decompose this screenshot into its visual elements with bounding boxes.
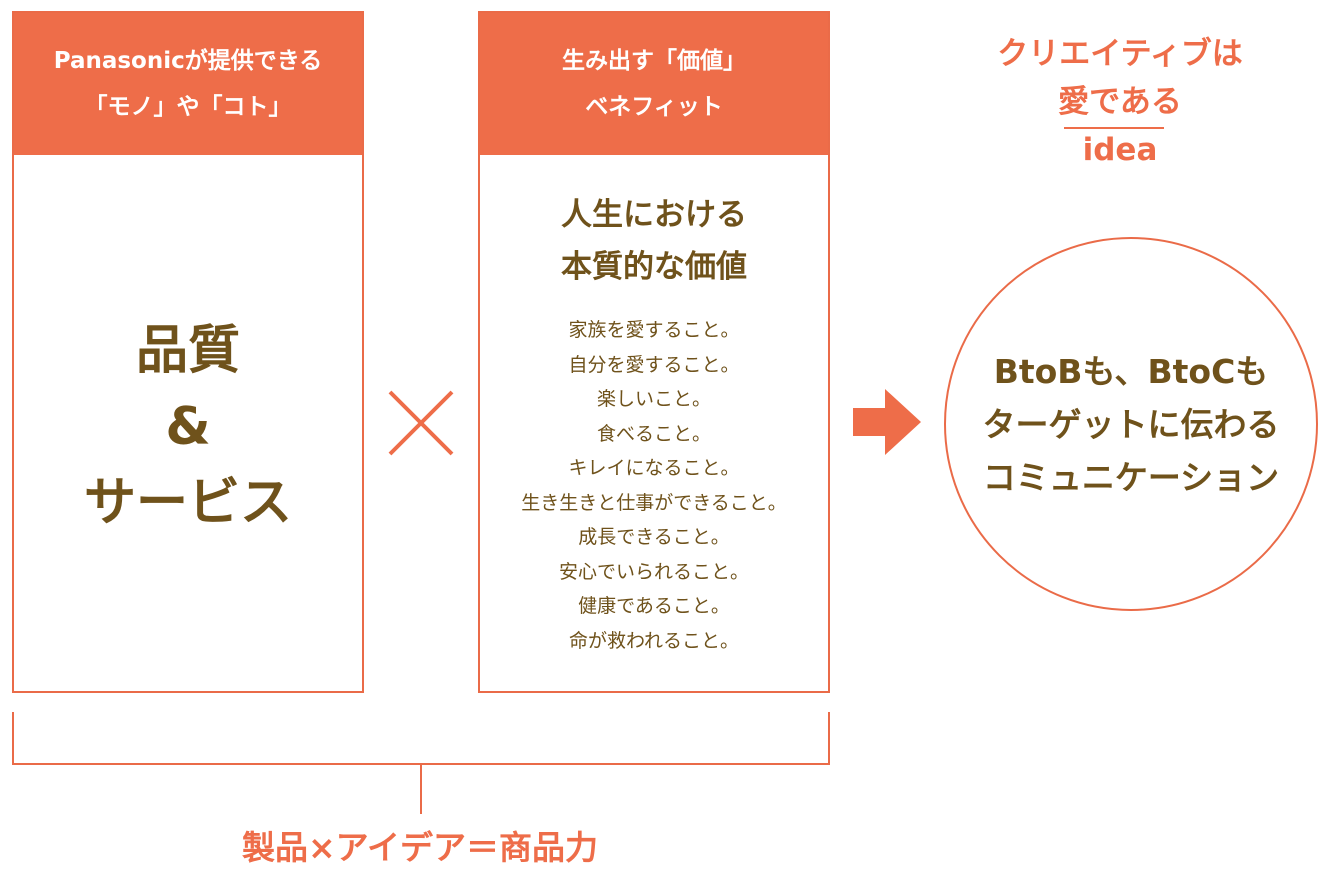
heading-underline [1064,127,1164,129]
product-header-line-2: 「モノ」や「コト」 [84,94,292,120]
arrow-right-icon [853,389,921,455]
value-list-item: 自分を愛すること。 [568,353,740,376]
value-title-line-2: 本質的な価値 [561,249,747,285]
value-list-item: 家族を愛すること。 [568,319,740,341]
value-list-item: 健康であること。 [578,595,730,617]
result-line-3: コミュニケーション [982,457,1280,497]
product-box: Panasonicが提供できる 「モノ」や「コト」 品質 & サービス [12,11,364,693]
value-list: 家族を愛すること。 自分を愛すること。 楽しいこと。 食べること。 キレイになる… [480,313,828,658]
value-list-item: 命が救われること。 [568,629,740,652]
product-header-line-1: Panasonicが提供できる [53,48,323,74]
product-main-line-3: サービス [83,473,292,533]
right-heading-line-1: クリエイティブは [997,36,1243,72]
value-list-item: 安心でいられること。 [558,560,749,583]
value-list-item: 生き生きと仕事ができること。 [521,491,787,514]
value-title-line-1: 人生における [561,197,747,233]
value-list-item: 食べること。 [596,422,711,445]
product-main-line-2: & [165,397,211,457]
result-circle: BtoBも、BtoCも ターゲットに伝わる コミュニケーション [944,237,1318,611]
right-heading-line-2: 愛である [1058,84,1182,120]
value-list-item: 楽しいこと。 [596,388,711,410]
value-list-item: 成長できること。 [578,526,730,548]
value-header-line-1: 生み出す「価値」 [562,48,746,74]
times-icon [388,390,454,456]
value-box-title: 人生における 本質的な価値 [480,189,828,293]
bottom-caption: 製品×アイデア＝商品力 [241,828,598,867]
value-box-header: 生み出す「価値」 ベネフィット [480,13,828,155]
value-box: 生み出す「価値」 ベネフィット 人生における 本質的な価値 家族を愛すること。 … [478,11,830,693]
right-heading-line-3: idea [1082,132,1158,168]
result-line-1: BtoBも、BtoCも [993,351,1269,391]
product-box-main: 品質 & サービス [14,313,362,541]
product-box-header: Panasonicが提供できる 「モノ」や「コト」 [14,13,362,155]
result-line-2: ターゲットに伝わる [982,404,1280,444]
right-heading: クリエイティブは 愛である idea [990,30,1250,174]
product-main-line-1: 品質 [135,321,240,381]
value-header-line-2: ベネフィット [585,94,723,120]
value-list-item: キレイになること。 [568,457,740,479]
